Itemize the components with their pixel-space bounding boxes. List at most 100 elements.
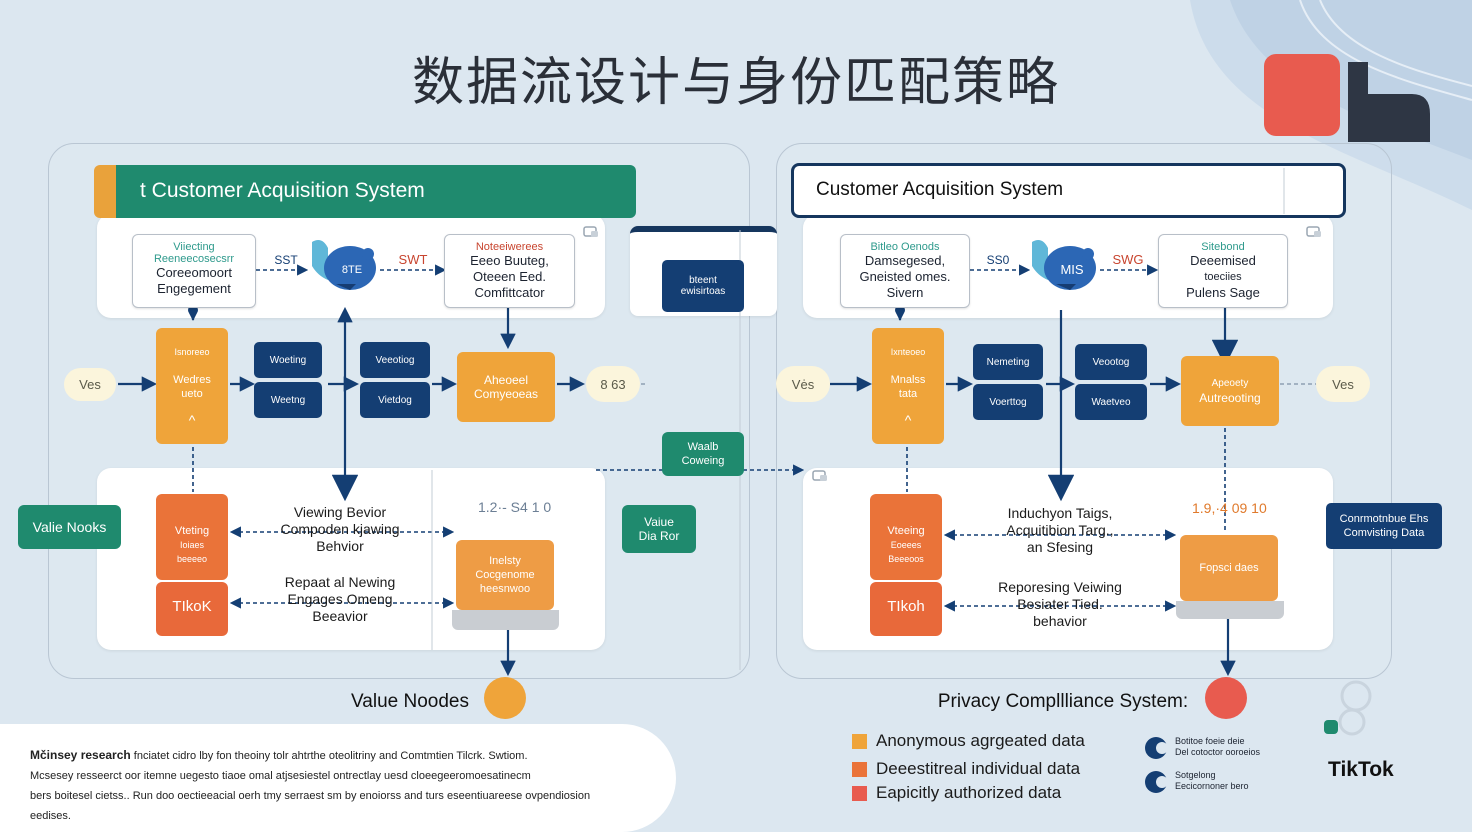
center-green-connector: Waalb Coweing [662,432,744,476]
orange-line: ueto [181,388,203,400]
moon-icon [1145,771,1168,793]
left-certificator-card: Noteeiwerees Eeeo Buuteg, Oteeen Eed. Co… [444,234,575,308]
center-green-value: Vaiue Dia Ror [622,505,696,553]
right-flow2-label: Reporesing Veiwing Besiater Tied. behavi… [976,579,1144,630]
legend-right-line: Del cotoctor ooroeios [1175,747,1261,757]
card-line: Oteeen Eed. [473,269,546,284]
deep-line: Ioiaes [179,540,205,550]
flow-line: an Sfesing [1026,539,1094,555]
left-deep-orange-top: Vteting Ioiaes beeeeo [156,494,228,580]
card-line: Gneisted omes. [859,269,951,284]
left-flow1-label: Viewing Bevior Compoden kjawing Behvior [262,504,418,555]
side-right-data-box: Conrmotnbue Ehs Comvisting Data [1326,503,1442,549]
card-subtitle: Noteeiwerees [475,241,544,253]
orange-line: Inelsty [489,555,521,567]
flow-line: Compoden kjawing [280,521,400,537]
left-navy-b1: Veeotiog [360,342,430,378]
right-stage-card: Sitebond Deeemised toeciies Pulens Sage [1158,234,1288,308]
flow-line: Reporesing Veiwing [998,579,1122,595]
right-flow1-label: Induchyon Taigs, Acquitibion Targ., an S… [976,505,1144,556]
green-line: Coweing [681,455,725,467]
flow-line: Acquitibion Targ., [1006,522,1114,538]
orange-line: Autreooting [1199,391,1261,405]
green-line: Dia Ror [638,529,680,543]
orange-line: Ixnteoeo [890,347,926,357]
left-flow2-label: Repaat al Newing Engages Omeng Beeavior [262,574,418,625]
legend-label-authorized: Eapicitly authorized data [876,783,1062,802]
right-bird-label: MIS [1060,262,1084,277]
deep-line: beeeeo [176,554,208,564]
right-system-card: Bitleo Oenods Damsegesed, Gneisted omes.… [840,234,970,308]
card-line: toeciies [1204,271,1242,283]
green-line: Waalb [687,441,719,453]
brand-logo-icon [1264,54,1430,142]
flow-line: Beeavior [312,608,368,624]
legend-right-line: Botitoe foeie deie [1175,736,1245,746]
caret-up-icon: ^ [904,412,912,428]
orange-line: Wedres [173,374,211,386]
caption-line: Mčinsey research fnciatet cidro lby fon … [30,745,660,766]
card-subtitle: Bitleo Oenods [870,241,940,253]
orange-line: Mnalss [890,374,926,386]
right-footer-label: Privacy Compllliance System: [937,691,1189,712]
right-report-tray [1176,601,1284,619]
brand-name: TikTok [1328,758,1394,781]
right-header: Customer Acquisition System [791,163,1346,218]
left-industry-tray [452,610,559,630]
card-line: Comfittcator [474,285,545,300]
caption-source: Mčinsey research [30,748,131,762]
legend-right-line: Sotgelong [1175,770,1216,780]
green-line: Vaiue [644,515,674,529]
flow-line: Besiater Tied. [1017,596,1103,612]
card-line: Coreeomoort [156,265,232,280]
card-line: Eeeo Buuteg, [470,253,549,268]
left-industry-box: Inelsty Cocgenome heesnwoo [456,540,554,610]
navy-line: Conrmotnbue Ehs [1339,513,1429,525]
legend-label-individual: Deeestitreal individual data [876,759,1081,778]
right-bird-icon [1032,240,1096,290]
page-title: 数据流设计与身份匹配策略 [411,53,1060,113]
chat-icon [583,226,598,237]
card-subtitle: Sitebond [1201,241,1245,253]
legend-label-anonymous: Anonymous agrgeated data [876,731,1085,750]
right-orange-target: Apeoety Autreooting [1181,356,1279,426]
flow-line: Viewing Bevior [293,504,387,520]
card-line: Damsegesed, [864,253,946,268]
legend-swatch-anonymous [852,734,867,749]
card-line: Deeemised [1190,253,1256,268]
right-sst-label: SS0 [986,253,1010,267]
left-sst-label: SST [274,253,298,267]
orange-line: Aheoeel [483,373,529,387]
chat-icon [1306,226,1321,237]
left-footer-label: Value Noodes [351,691,469,712]
caption-line: eedises. [30,810,71,822]
left-navy-b2: Vietdog [360,382,430,418]
caption-line: Mcsesey resseerct oor itemne uegesto tia… [30,770,531,782]
card-line: Sivern [886,285,924,300]
flow-line: behavior [1033,613,1087,629]
left-tiktok-box: TIkoK [156,582,228,636]
red-dot-icon [1205,677,1247,719]
orange-line: Apeoety [1211,378,1249,389]
card-line: Pulens Sage [1186,285,1260,300]
navy-line: ewisirtoas [680,286,726,297]
deep-line: Vteting [174,525,210,537]
caption-line: bers boitesel cietss.. Run doo oectieeac… [30,790,591,802]
flow-line: Behvior [316,538,364,554]
caption-panel [0,724,676,832]
deep-line: Beeeoos [888,554,924,564]
right-navy-a1: Nemeting [973,344,1043,380]
orange-line: Comyeoeas [473,387,539,401]
left-output-pill: 8 63 [586,366,640,402]
left-orange-source: Isnoreeo Wedres ueto ^ [156,328,228,444]
right-swg-label: SWG [1112,252,1144,267]
right-navy-b2: Waetveo [1075,384,1147,420]
left-bird-icon [312,240,376,290]
flow-line: Engages Omeng [287,591,393,607]
right-input-pill: Vės [776,366,830,402]
legend-right-text-2: Sotgelong Eecicornoner bero [1175,770,1305,792]
legend-right-text-1: Botitoe foeie deie Del cotoctor ooroeios [1175,736,1305,758]
flow-line: Repaat al Newing [284,574,396,590]
deep-line: Eoeees [890,540,922,550]
left-bird-label: 8TE [341,264,363,276]
